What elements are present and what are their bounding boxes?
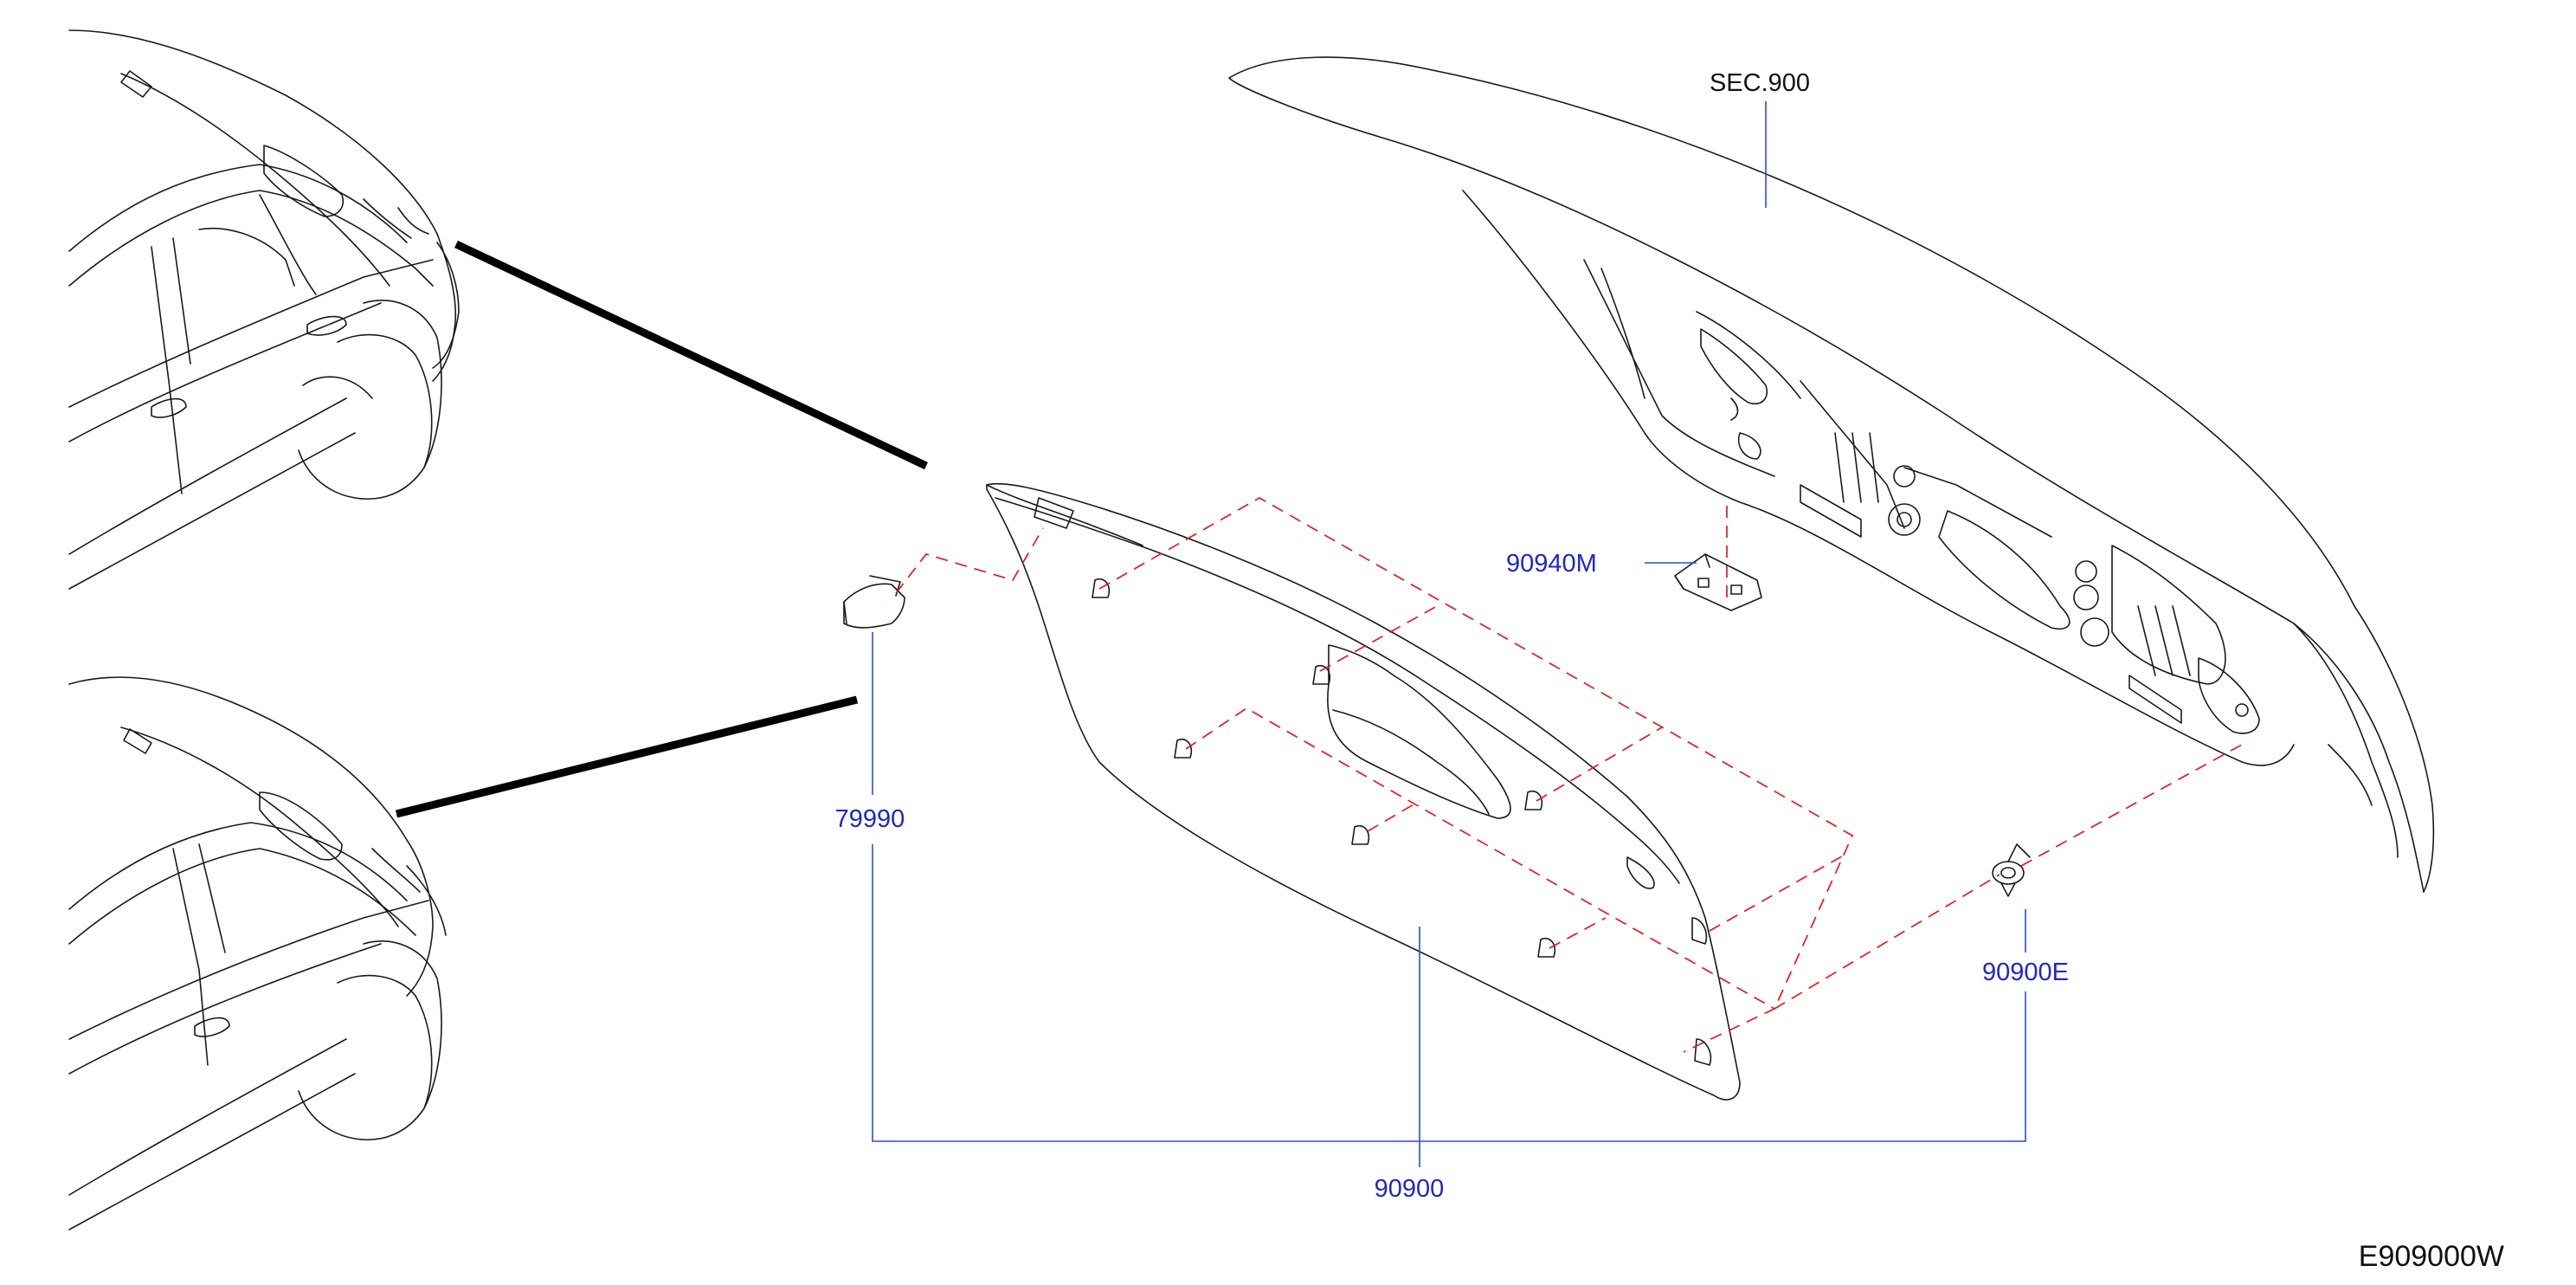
bracket-90940M: [1674, 553, 1762, 611]
diagram-code: E909000W: [2359, 1240, 2504, 1273]
trim-panel: [986, 482, 1741, 1101]
arrow-lower: [395, 695, 859, 818]
clip-79990: [843, 575, 905, 629]
part-label-90940M[interactable]: 90940M: [1506, 550, 1597, 578]
car-view-lower: [68, 676, 447, 1230]
trunk-lid: [1228, 56, 2435, 893]
sec-900-label: SEC.900: [1710, 69, 1810, 97]
leader-lines: [872, 101, 2026, 1167]
pointer-arrows: [395, 240, 928, 818]
car-view-upper: [68, 29, 460, 590]
assembly-guides: [895, 497, 2243, 1053]
clip-90900E: [1992, 843, 2031, 897]
arrow-upper: [454, 240, 928, 470]
part-label-79990[interactable]: 79990: [835, 805, 905, 833]
part-label-90900E[interactable]: 90900E: [1982, 959, 2069, 986]
part-label-90900[interactable]: 90900: [1375, 1175, 1445, 1203]
